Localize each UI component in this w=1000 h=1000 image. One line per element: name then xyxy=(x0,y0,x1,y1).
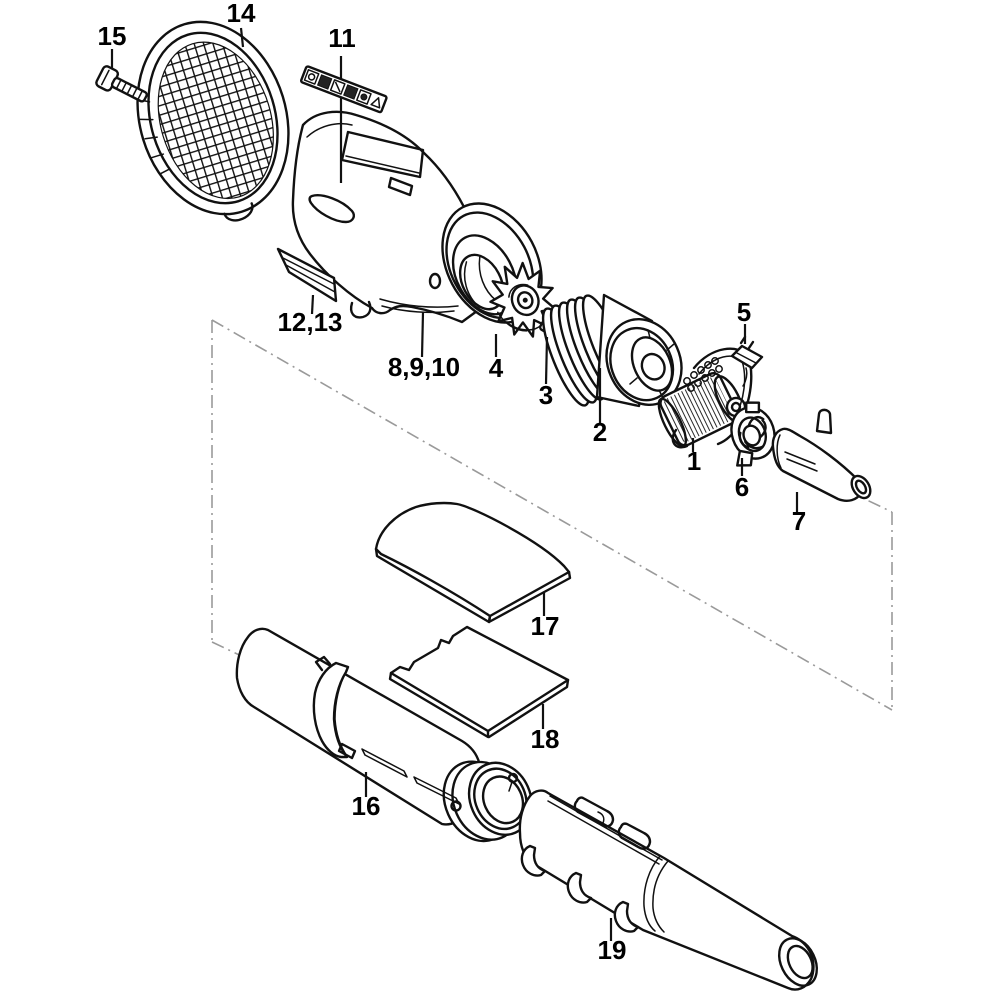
label-strip-pictograms xyxy=(303,69,381,109)
housing-tab xyxy=(349,300,372,319)
part-blower-tube xyxy=(235,627,533,843)
part-label-16: 16 xyxy=(352,791,381,821)
part-pad-17 xyxy=(374,501,572,624)
fan-shaft-dot xyxy=(522,297,528,303)
motor-wire-curl xyxy=(671,428,689,449)
part-connector xyxy=(730,335,764,387)
part-sticker-sheet xyxy=(276,247,338,303)
construction-line-diagonal xyxy=(211,319,893,711)
part-label-6: 6 xyxy=(735,472,749,502)
leader-line-14 xyxy=(239,27,245,48)
part-number-labels: 15 14 11 12,13 8,9,10 4 3 2 1 5 6 7 17 1… xyxy=(98,0,807,965)
housing-rim-line xyxy=(306,122,353,138)
nozzle-tip-inner xyxy=(854,479,868,495)
fan-hub-outer xyxy=(510,284,540,317)
leader-line-8-9-10 xyxy=(420,311,425,358)
motor-housing-bore xyxy=(630,336,674,392)
motor-housing-struts xyxy=(629,329,675,399)
part-label-5: 5 xyxy=(737,297,751,327)
tube19-hook3 xyxy=(613,900,640,933)
part-label-2: 2 xyxy=(593,417,607,447)
motor-wire-outer xyxy=(692,347,753,446)
part-nozzle-cone xyxy=(771,408,872,502)
part-pad-18 xyxy=(388,625,570,739)
tube19-tip xyxy=(777,937,819,987)
pad17-thickness-right xyxy=(487,570,572,624)
part-motor-housing xyxy=(541,293,683,408)
grille-ribs xyxy=(136,98,171,175)
part-label-1: 1 xyxy=(687,446,701,476)
construction-lines xyxy=(211,319,893,712)
tube16-hole-top xyxy=(507,772,519,784)
part-label-7: 7 xyxy=(792,506,806,536)
tube19-band-line2 xyxy=(652,860,669,933)
fan-hub-inner xyxy=(516,291,534,310)
housing-boss xyxy=(428,272,442,290)
grille-inner-rim xyxy=(147,31,279,205)
connector-pigtail xyxy=(742,367,748,387)
pad18-thickness-left xyxy=(388,671,490,739)
tube19-body xyxy=(518,789,815,991)
tube16-slot2 xyxy=(413,776,460,805)
tube19-band-line1 xyxy=(643,855,661,932)
part-label-17: 17 xyxy=(531,611,560,641)
tube16-collar xyxy=(312,661,350,759)
part-nozzle-tube xyxy=(518,789,819,991)
part-intake-grille xyxy=(136,20,290,222)
tube19-hook2 xyxy=(566,871,593,904)
part-label-8-9-10: 8,9,10 xyxy=(388,352,460,382)
housing-hatch xyxy=(340,130,425,179)
impeller-blades xyxy=(738,415,767,450)
impeller-tab xyxy=(745,401,761,414)
leader-lines xyxy=(110,27,799,941)
part-label-11: 11 xyxy=(328,23,356,53)
housing-flange-line2 xyxy=(381,305,455,314)
tube19-hook1 xyxy=(520,844,547,877)
pad18-sheet xyxy=(389,625,570,733)
nozzle-body xyxy=(771,427,863,502)
nozzle-stub xyxy=(815,408,833,435)
part-electric-motor xyxy=(657,347,753,449)
part-label-12-13: 12,13 xyxy=(277,307,342,337)
part-label-3: 3 xyxy=(539,380,553,410)
motor-windings xyxy=(683,357,723,392)
nozzle-detail-lines xyxy=(784,451,818,472)
grille-mesh xyxy=(157,41,274,200)
tube16-bracket xyxy=(337,742,357,760)
leader-line-12-13 xyxy=(310,294,315,315)
tube16-collar-notch xyxy=(314,655,332,672)
tube19-slot2 xyxy=(617,822,652,850)
grille-tab xyxy=(223,202,254,222)
nozzle-rim-line xyxy=(776,434,782,469)
pad18-thickness-right xyxy=(487,678,570,739)
part-label-14: 14 xyxy=(227,0,256,28)
tube16-hole-side xyxy=(450,800,462,812)
pad17-sheet xyxy=(374,501,571,618)
sticker-outline xyxy=(276,247,338,303)
part-label-15: 15 xyxy=(98,21,127,51)
housing-slot xyxy=(308,194,355,224)
part-label-18: 18 xyxy=(531,724,560,754)
part-screw-15 xyxy=(95,65,148,103)
part-label-strip xyxy=(300,65,388,114)
housing-notch xyxy=(387,176,414,197)
motor-left-face xyxy=(657,397,688,448)
leader-line-3 xyxy=(544,336,549,385)
tube19-slot1 xyxy=(573,796,615,828)
tube16-bell-end xyxy=(442,760,533,843)
part-label-19: 19 xyxy=(598,935,627,965)
tube16-slot1 xyxy=(361,748,408,778)
part-label-4: 4 xyxy=(489,353,504,383)
housing-flange-line1 xyxy=(379,298,459,308)
